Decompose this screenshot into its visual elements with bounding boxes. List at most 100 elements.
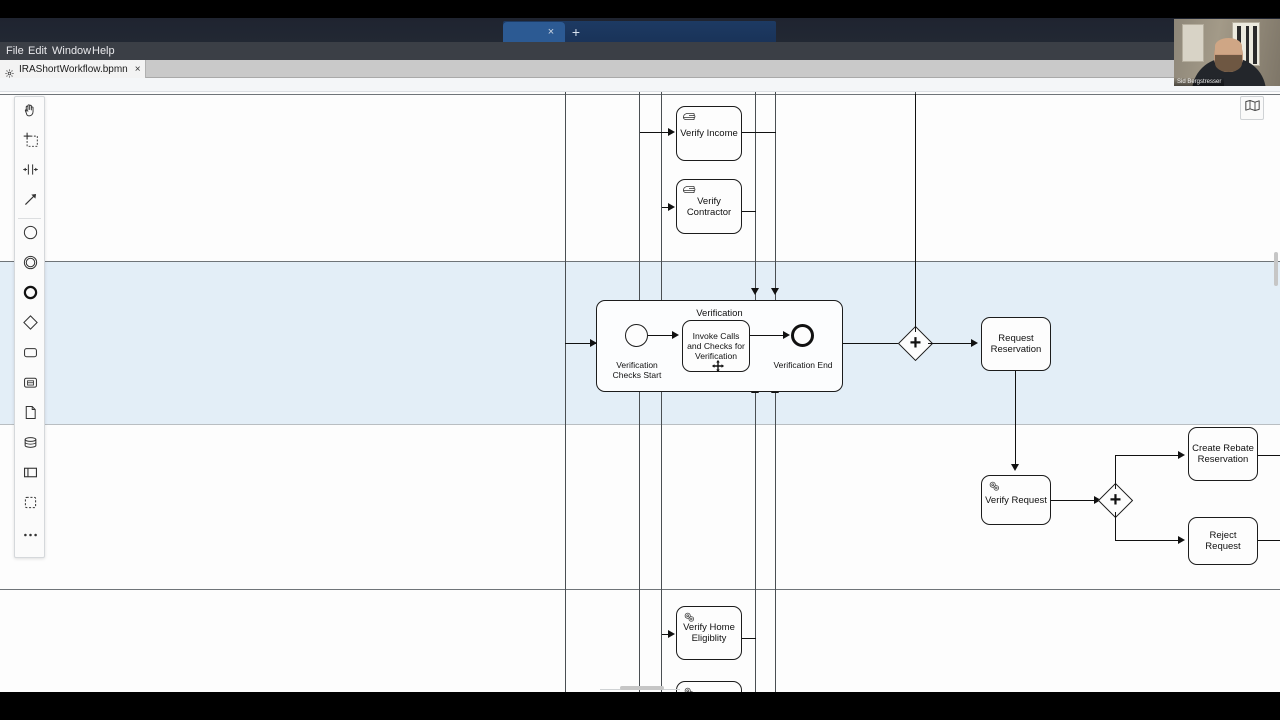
flow-subprocess-to-gateway xyxy=(843,343,900,345)
flow-verify-to-split xyxy=(1051,500,1098,502)
end-event-icon xyxy=(22,284,39,306)
palette-create-data-store[interactable] xyxy=(15,430,46,460)
new-tab-icon[interactable]: + xyxy=(571,24,581,40)
palette-create-task[interactable] xyxy=(15,340,46,370)
editor-toolbar-strip xyxy=(0,78,1280,92)
minimap-toggle-button[interactable] xyxy=(1240,96,1264,120)
palette-create-gateway[interactable] xyxy=(15,310,46,340)
task-label: Verify Contractor xyxy=(686,195,732,218)
bpmn-canvas[interactable]: Verify Income Verify Contractor Verifica… xyxy=(0,92,1280,692)
service-task-icon xyxy=(682,611,696,622)
move-cursor-icon xyxy=(711,359,725,375)
task-verify-home-eligiblity[interactable]: Verify Home Eligiblity xyxy=(676,606,742,660)
start-event-verification-checks[interactable] xyxy=(625,324,648,347)
close-icon[interactable]: × xyxy=(547,26,555,38)
arrowhead xyxy=(668,630,675,638)
palette-create-end-event[interactable] xyxy=(15,280,46,310)
palette-create-start-event[interactable] xyxy=(15,220,46,250)
lane-divider-1 xyxy=(0,261,1280,262)
flow-invoke-to-end xyxy=(750,335,785,337)
task-create-rebate-reservation[interactable]: Create Rebate Reservation xyxy=(1188,427,1258,481)
gateway-plus-icon: + xyxy=(1109,489,1122,511)
arrowhead xyxy=(751,288,759,295)
manual-task-icon xyxy=(682,184,696,195)
task-label: Verify Home Eligiblity xyxy=(683,622,735,644)
vertical-scrollbar[interactable] xyxy=(1274,252,1278,286)
horizontal-scrollbar[interactable] xyxy=(620,686,664,690)
wall-art-left xyxy=(1182,24,1204,62)
file-tab-label: IRAShortWorkflow.bpmn xyxy=(19,63,128,75)
flow-split-up xyxy=(1115,455,1117,489)
arrow-icon xyxy=(22,191,39,213)
data-store-icon xyxy=(22,434,39,456)
palette-lasso-tool[interactable] xyxy=(15,127,46,157)
task-request-reservation[interactable]: Request Reservation xyxy=(981,317,1051,371)
flow-request-to-verify xyxy=(1015,371,1017,468)
arrowhead xyxy=(668,128,675,136)
arrowhead xyxy=(668,203,675,211)
palette-create-intermediate-event[interactable] xyxy=(15,250,46,280)
palette-create-participant[interactable] xyxy=(15,460,46,490)
palette-connect-tool[interactable] xyxy=(15,187,46,217)
menu-help[interactable]: Help xyxy=(92,45,115,57)
flow-line-a xyxy=(639,92,640,692)
menu-edit[interactable]: Edit xyxy=(28,45,47,57)
palette-create-subprocess[interactable] xyxy=(15,370,46,400)
subprocess-label: Verification xyxy=(696,308,743,319)
bpmn-palette xyxy=(14,96,45,558)
task-verify-request[interactable]: Verify Request xyxy=(981,475,1051,525)
data-object-icon xyxy=(22,404,39,426)
webcam-person-hair xyxy=(1215,38,1242,54)
service-task-icon xyxy=(682,686,696,692)
task-reject-request[interactable]: Reject Request xyxy=(1188,517,1258,565)
task-verify-income[interactable]: Verify Income xyxy=(676,106,742,161)
end-event-verification[interactable] xyxy=(791,324,814,347)
flow-into-gateway-top xyxy=(915,94,917,332)
service-task-icon xyxy=(987,480,1001,491)
ellipsis-icon xyxy=(22,526,39,544)
editor-tabbar: IRAShortWorkflow.bpmn × xyxy=(0,60,1280,78)
arrowhead xyxy=(1178,451,1185,459)
start-event-icon xyxy=(22,224,39,246)
task-rect-icon xyxy=(22,344,39,366)
start-event-label: Verification Checks Start xyxy=(612,360,662,380)
flow-to-verify-income xyxy=(640,132,669,134)
flow-line-b xyxy=(661,92,662,692)
gateway-plus-icon: + xyxy=(909,332,922,354)
arrowhead xyxy=(1094,496,1101,504)
task-label: Create Rebate Reservation xyxy=(1192,443,1254,465)
flow-to-verify-home xyxy=(662,634,670,636)
arrowhead xyxy=(771,288,779,295)
palette-more-tools[interactable] xyxy=(15,520,46,550)
task-invoke-calls[interactable]: Invoke Calls and Checks for Verification xyxy=(682,320,750,372)
gear-icon xyxy=(5,65,14,78)
close-icon[interactable]: × xyxy=(134,63,141,75)
palette-create-group[interactable] xyxy=(15,490,46,520)
webcam-overlay[interactable]: Sid Bergstresser xyxy=(1174,19,1280,86)
palette-hand-tool[interactable] xyxy=(15,97,46,127)
lane-divider-2 xyxy=(0,424,1280,425)
menu-file[interactable]: File xyxy=(6,45,24,57)
flow-start-to-invoke xyxy=(648,335,674,337)
pool-line-left xyxy=(565,92,566,692)
arrowhead xyxy=(590,339,597,347)
task-verify-contractor[interactable]: Verify Contractor xyxy=(676,179,742,234)
task-label: Request Reservation xyxy=(990,333,1042,355)
flow-from-verify-income xyxy=(742,132,776,134)
palette-space-tool[interactable] xyxy=(15,157,46,187)
map-icon xyxy=(1244,99,1260,117)
webcam-participant-name: Sid Bergstresser xyxy=(1174,78,1225,86)
flow-from-reject-request xyxy=(1258,540,1280,542)
palette-create-data-object[interactable] xyxy=(15,400,46,430)
browser-tab-active[interactable] xyxy=(503,22,565,45)
group-dashed-icon xyxy=(22,494,39,516)
file-tab-irashortworkflow[interactable]: IRAShortWorkflow.bpmn × xyxy=(0,60,146,78)
flow-to-verify-contractor xyxy=(662,207,670,209)
end-event-label: Verification End xyxy=(773,360,833,370)
flow-from-create-rebate xyxy=(1258,455,1280,457)
hand-icon xyxy=(22,101,39,123)
task-partial-bottom[interactable] xyxy=(676,681,742,692)
menu-window[interactable]: Window xyxy=(52,45,92,57)
arrowhead xyxy=(971,339,978,347)
